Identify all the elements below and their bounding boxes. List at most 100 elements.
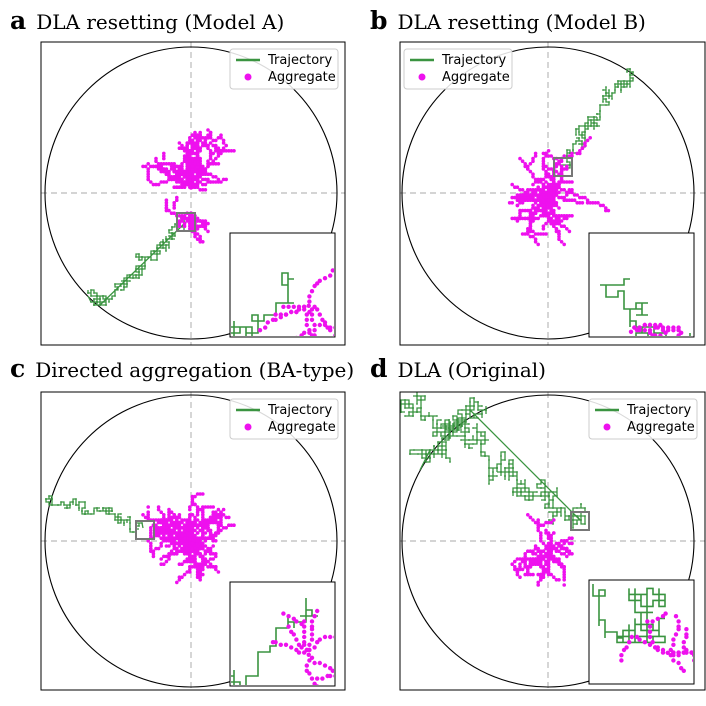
trajectory-point: [396, 407, 398, 409]
aggregate-point: [533, 193, 538, 197]
aggregate-point: [198, 188, 202, 192]
aggregate-point: [167, 513, 171, 517]
aggregate-point: [227, 149, 231, 153]
aggregate-point: [214, 554, 218, 559]
aggregate-point: [177, 219, 182, 223]
aggregate-point: [164, 528, 169, 533]
trajectory-point: [484, 431, 486, 433]
aggregate-point: [567, 536, 572, 540]
aggregate-point: [208, 133, 213, 137]
aggregate-point: [201, 520, 205, 525]
aggregate-point: [164, 554, 169, 559]
aggregate-point: [546, 546, 551, 551]
aggregate-point: [175, 172, 179, 176]
aggregate-point: [203, 518, 208, 522]
aggregate-point: [190, 169, 195, 174]
aggregate-point: [536, 518, 540, 522]
aggregate-point: [195, 507, 200, 512]
aggregate-point: [214, 175, 218, 179]
aggregate-point: [193, 515, 197, 520]
aggregate-point: [154, 159, 158, 163]
aggregate-point: [162, 539, 166, 543]
aggregate-point: [546, 567, 551, 572]
inset-aggregate-point: [647, 328, 653, 333]
aggregate-point: [562, 583, 566, 587]
trajectory-point: [476, 431, 478, 433]
trajectory-point: [472, 427, 474, 429]
aggregate-point: [515, 570, 520, 574]
aggregate-point: [154, 528, 158, 533]
aggregate-point: [562, 195, 566, 200]
trajectory-point: [473, 405, 475, 407]
aggregate-point: [528, 198, 533, 202]
trajectory-point: [96, 507, 98, 509]
aggregate-point: [188, 536, 192, 540]
inset-aggregate-point: [336, 637, 340, 641]
panel-title-text-c: Directed aggregation (BA-type): [35, 358, 355, 382]
inset-aggregate-point: [312, 338, 316, 342]
inset-aggregate-point: [632, 325, 637, 330]
aggregate-point: [190, 143, 195, 148]
trajectory-point: [544, 483, 546, 485]
trajectory-point: [114, 513, 116, 515]
aggregate-point: [180, 164, 184, 169]
inset-aggregate-point: [647, 624, 653, 629]
aggregate-point: [206, 518, 210, 522]
legend-aggregate-swatch-c: [244, 423, 252, 431]
aggregate-point: [149, 531, 153, 535]
trajectory-point: [445, 449, 447, 451]
aggregate-point: [156, 164, 161, 169]
aggregate-point: [206, 559, 210, 564]
trajectory-point: [556, 487, 558, 489]
trajectory-point: [425, 461, 427, 463]
legend-label-trajectory-b: Trajectory: [441, 53, 506, 68]
trajectory-point: [162, 241, 164, 243]
aggregate-point: [208, 546, 213, 551]
aggregate-point: [536, 559, 540, 564]
trajectory-point: [437, 441, 439, 443]
inset-aggregate-point: [684, 627, 689, 632]
aggregate-point: [531, 557, 535, 561]
trajectory-point: [566, 155, 568, 157]
trajectory-point: [572, 149, 574, 151]
aggregate-point: [546, 565, 551, 569]
aggregate-point: [565, 193, 569, 197]
trajectory-point: [544, 499, 546, 501]
trajectory-point: [78, 501, 80, 503]
trajectory-point: [420, 407, 422, 409]
aggregate-point: [528, 216, 533, 221]
aggregate-point: [541, 554, 546, 559]
trajectory-point: [99, 298, 101, 300]
aggregate-point: [190, 216, 195, 221]
aggregate-point: [193, 167, 197, 171]
boundary-circle-c: [44, 394, 338, 688]
aggregate-point: [190, 531, 195, 535]
aggregate-point: [198, 237, 202, 241]
trajectory-point: [409, 453, 411, 455]
aggregate-point: [198, 219, 202, 223]
aggregate-point: [219, 133, 223, 137]
inset-aggregate-point: [317, 312, 322, 317]
aggregate-point: [169, 177, 174, 182]
aggregate-point: [559, 180, 564, 184]
inset-aggregate-point: [312, 645, 317, 650]
inset-aggregate-point: [650, 619, 655, 624]
aggregate-point: [544, 190, 548, 195]
inset-aggregate-point: [320, 676, 325, 681]
aggregate-point: [190, 500, 195, 504]
aggregate-point: [528, 169, 533, 174]
aggregate-point: [185, 544, 189, 548]
aggregate-point: [559, 159, 564, 163]
plot-content-d: [396, 392, 705, 690]
aggregate-point: [533, 562, 538, 566]
trajectory-point: [75, 498, 77, 500]
aggregate-point: [162, 169, 166, 174]
aggregate-point: [567, 229, 572, 234]
aggregate-point: [193, 156, 197, 161]
aggregate-point: [546, 206, 551, 210]
aggregate-point: [195, 531, 200, 535]
aggregate-point: [198, 492, 202, 496]
trajectory-point: [464, 435, 466, 437]
inset-aggregate-point: [310, 351, 314, 355]
